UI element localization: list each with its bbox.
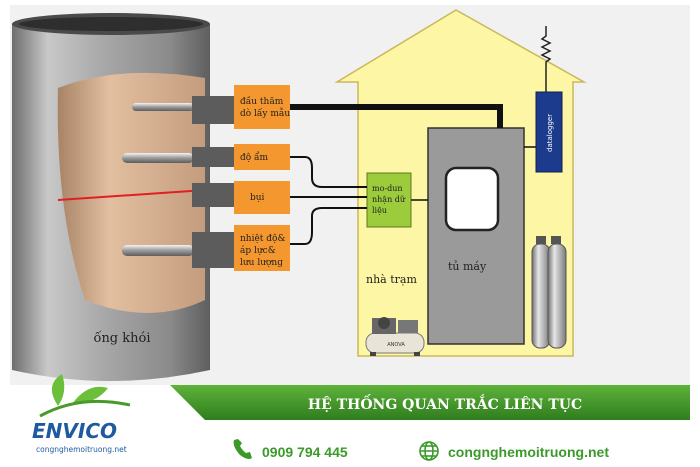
probe-sampling xyxy=(132,96,236,124)
logo-text: ENVICO xyxy=(32,419,117,443)
chimney-label: ống khói xyxy=(93,330,150,346)
signal-wires xyxy=(290,104,536,245)
sensor-box-humidity: độ ẩm xyxy=(234,144,290,170)
svg-text:bụi: bụi xyxy=(250,193,265,203)
sensor-box-temperature: nhiệt độ&áp lực&lưu lượng xyxy=(234,225,290,271)
logo-url: congnghemoitruong.net xyxy=(36,445,127,454)
gas-cylinders xyxy=(531,236,567,349)
phone-icon xyxy=(233,439,252,459)
sensor-box-dust: bụi xyxy=(234,181,290,214)
svg-text:nhiệt độ&áp lực&lưu lượng: nhiệt độ&áp lực&lưu lượng xyxy=(240,233,285,268)
globe-icon xyxy=(419,441,439,461)
cabinet-window xyxy=(444,166,500,232)
equipment-cabinet: tủ máy xyxy=(427,127,525,345)
envico-logo: ENVICO congnghemoitruong.net xyxy=(32,374,131,454)
probe-dust xyxy=(192,183,236,207)
svg-text:độ ẩm: độ ẩm xyxy=(240,151,269,163)
station-label: nhà trạm xyxy=(366,273,417,286)
antenna-icon xyxy=(540,26,552,92)
datalogger-label: datalogger xyxy=(546,114,554,152)
datalogger: datalogger xyxy=(535,91,563,173)
probe-temperature xyxy=(122,232,236,268)
compressor-brand: ANOVA xyxy=(387,342,405,348)
air-compressor: ANOVA xyxy=(365,317,425,356)
cabinet-label: tủ máy xyxy=(448,260,487,273)
phone-number[interactable]: 0909 794 445 xyxy=(262,444,348,460)
probe-humidity xyxy=(122,147,236,167)
title-banner xyxy=(170,385,690,420)
website-link[interactable]: congnghemoitruong.net xyxy=(448,444,609,460)
footer-title: HỆ THỐNG QUAN TRẮC LIÊN TỤC xyxy=(308,393,582,413)
